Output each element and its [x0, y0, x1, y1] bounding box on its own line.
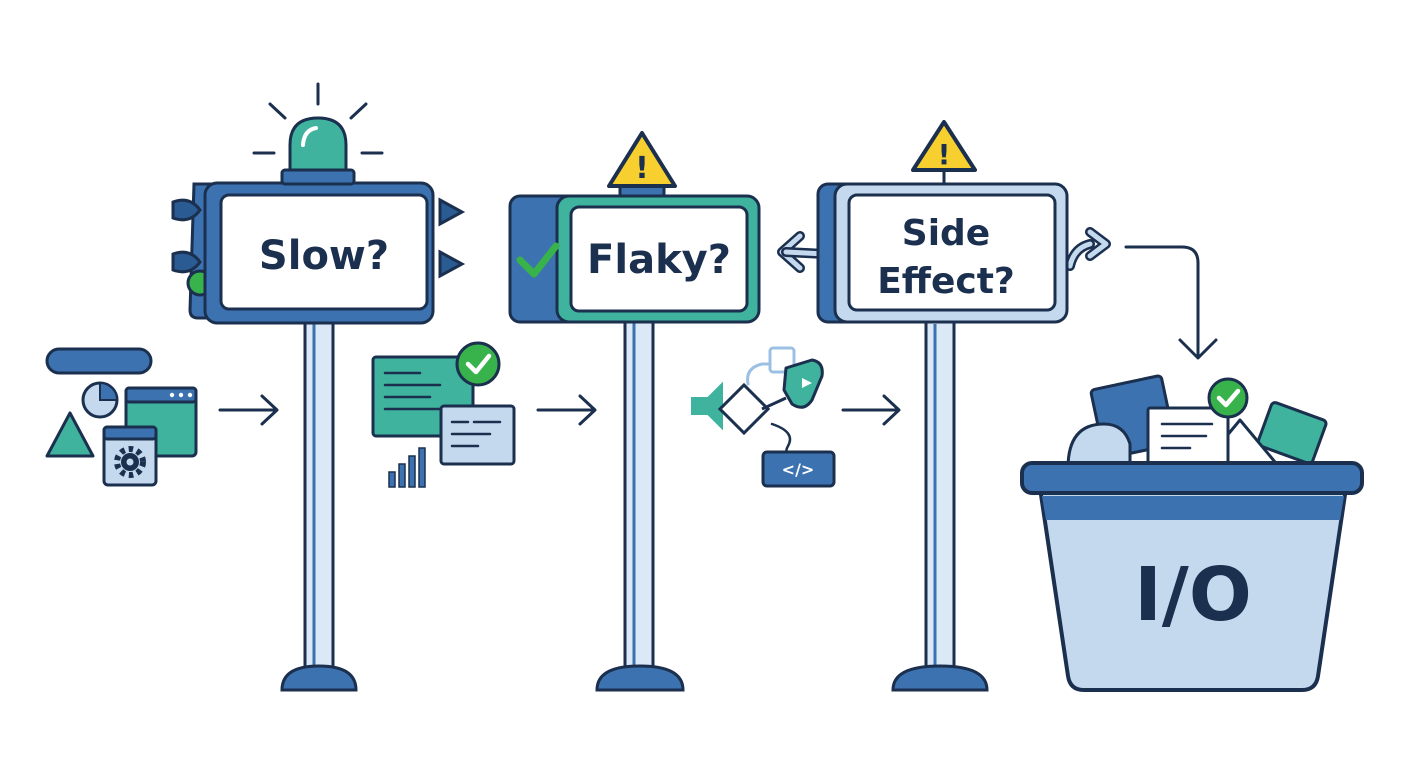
- side-effect-sign-face: [847, 193, 1057, 312]
- arrow-right-icon: [218, 394, 279, 426]
- bin-body: [1038, 486, 1348, 692]
- pole: [623, 316, 655, 676]
- check-icon: [1207, 377, 1249, 419]
- flow-diagram-icon: </>: [691, 346, 836, 488]
- bin-icon: I/O: [1020, 374, 1364, 692]
- bin-rim: [1020, 461, 1364, 495]
- side-effect-signpost: Side Effect? !: [777, 120, 1111, 692]
- pole: [303, 316, 335, 676]
- slow-sign-label: Slow?: [259, 233, 389, 279]
- speaker-shape: [691, 381, 723, 431]
- slow-sign-face: [219, 193, 429, 311]
- svg-text:!: !: [635, 151, 649, 186]
- settings-window-icon: [102, 425, 158, 487]
- pole-base: [891, 664, 989, 692]
- check-icon: [455, 341, 501, 387]
- bin-item-document: [1146, 406, 1230, 470]
- pole-base: [280, 664, 358, 692]
- progress-bar: [45, 347, 153, 375]
- flaky-sign-face: [569, 205, 749, 313]
- siren-light-icon: [252, 82, 384, 186]
- arrow-right-icon: [536, 394, 597, 426]
- triangle-shape: [45, 411, 95, 458]
- arrow-down-icon: [1124, 245, 1218, 360]
- flaky-sign-label: Flaky?: [587, 237, 731, 283]
- app-icons-cluster: [45, 347, 198, 487]
- bar-chart-icon: [388, 447, 426, 488]
- pole-base: [595, 664, 685, 692]
- bin-item-tile: [1256, 401, 1328, 465]
- pie-chart-icon: [81, 381, 119, 419]
- gear-icon: [114, 446, 146, 478]
- side-effect-sign-line2: Effect?: [877, 261, 1015, 302]
- warning-icon: !: [911, 120, 977, 184]
- bin-item-blob: [1066, 422, 1132, 470]
- warning-icon: !: [607, 131, 677, 198]
- code-window-cluster: [371, 341, 516, 488]
- code-icon: </>: [782, 460, 815, 479]
- svg-text:!: !: [938, 138, 951, 171]
- flaky-signpost: Flaky? !: [508, 131, 761, 692]
- diamond-node: [717, 382, 771, 436]
- slow-signpost: Slow?: [171, 82, 466, 692]
- side-effect-sign-line1: Side: [902, 213, 990, 254]
- arrow-right-icon: [841, 394, 901, 426]
- check-icon: [516, 242, 560, 278]
- pole: [924, 318, 956, 676]
- bin-label: I/O: [1134, 552, 1251, 638]
